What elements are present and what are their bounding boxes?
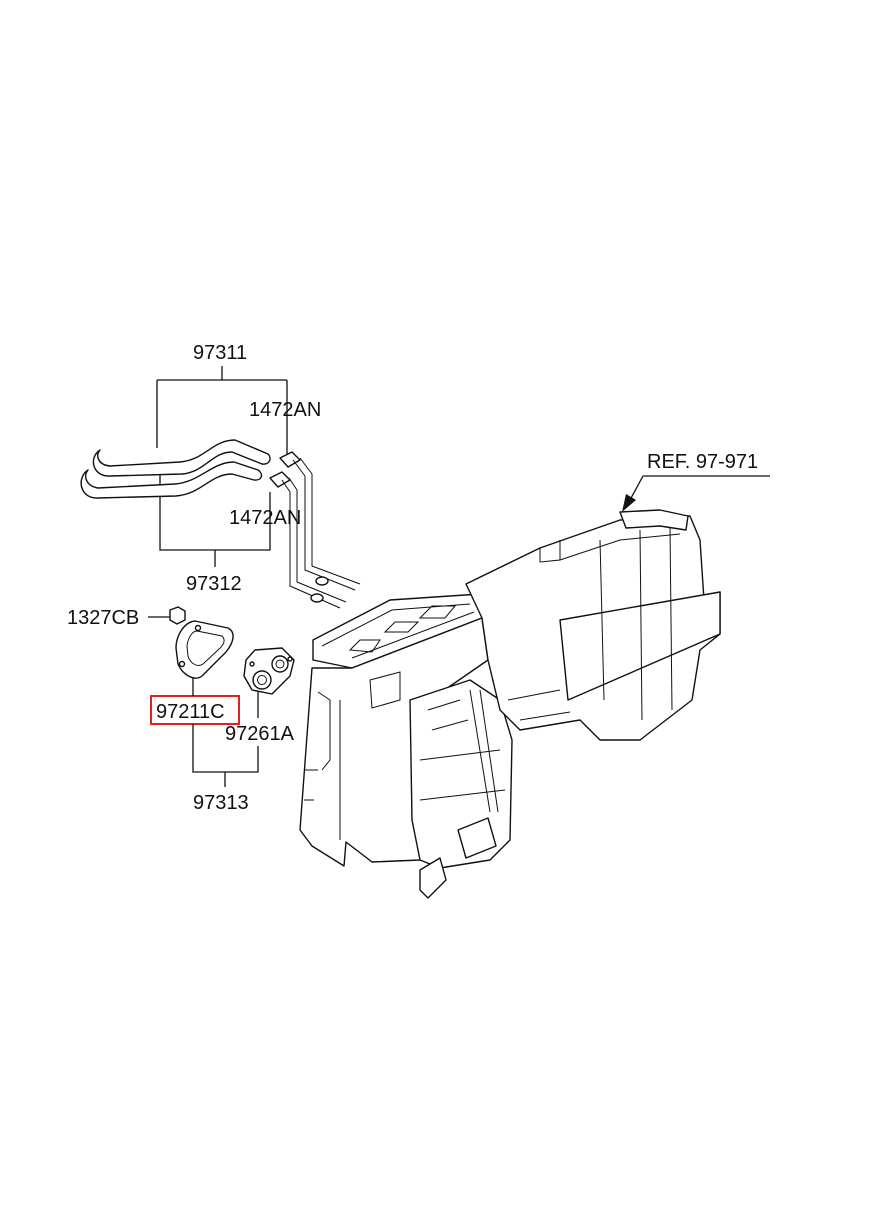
- label-1472an-upper[interactable]: 1472AN: [249, 399, 321, 421]
- screw-icon[interactable]: [169, 606, 186, 625]
- leader-lines: [148, 366, 770, 787]
- label-1472an-lower[interactable]: 1472AN: [229, 507, 301, 529]
- heater-unit-assembly[interactable]: [299, 509, 721, 899]
- highlight-box: [150, 695, 240, 725]
- label-97311[interactable]: 97311: [193, 342, 247, 364]
- heater-hoses[interactable]: [80, 439, 271, 499]
- label-97211c[interactable]: 97211C: [156, 701, 225, 723]
- label-ref-97-971[interactable]: REF. 97-971: [647, 451, 758, 473]
- pipe-flange[interactable]: [175, 620, 234, 679]
- label-97261a[interactable]: 97261A: [225, 723, 295, 745]
- label-97312[interactable]: 97312: [186, 573, 242, 595]
- ref-arrowhead: [622, 494, 636, 512]
- heater-pipes: [281, 457, 361, 609]
- label-97313[interactable]: 97313: [193, 792, 249, 814]
- hose-clamps[interactable]: [269, 451, 301, 488]
- gasket[interactable]: [243, 647, 295, 695]
- label-1327cb[interactable]: 1327CB: [67, 607, 139, 629]
